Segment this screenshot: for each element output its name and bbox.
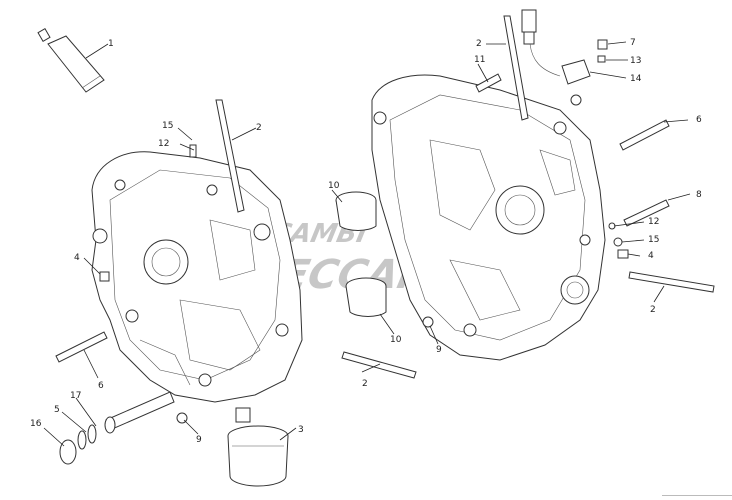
callout-13: 13 [630, 56, 641, 66]
callout-17: 17 [70, 391, 81, 401]
callout-5: 5 [54, 405, 60, 415]
callout-6-left: 6 [98, 381, 104, 391]
callout-4-right: 4 [648, 251, 654, 261]
callout-2-right-stud: 2 [650, 305, 656, 315]
callout-12-right: 12 [648, 217, 659, 227]
sealant-tube [37, 27, 105, 93]
callout-7: 7 [630, 38, 636, 48]
screws [55, 39, 670, 424]
callout-9-left: 9 [196, 435, 202, 445]
left-crankcase-half [91, 151, 303, 403]
callout-10-top: 10 [328, 181, 340, 191]
callout-3: 3 [298, 425, 304, 435]
callout-10-bottom: 10 [390, 335, 402, 345]
callout-14: 14 [630, 74, 642, 84]
callout-6-right: 6 [696, 115, 702, 125]
callout-1: 1 [108, 39, 114, 49]
callout-12-left: 12 [158, 139, 169, 149]
relief-valve-assembly [59, 391, 175, 465]
callout-2-center-stud: 2 [362, 379, 368, 389]
callout-16: 16 [30, 419, 42, 429]
callout-2-top-stud: 2 [476, 39, 482, 49]
callout-15-right: 15 [648, 235, 659, 245]
frame-edge [662, 495, 732, 500]
callout-11: 11 [474, 55, 485, 65]
callout-labels: 1 2 2 2 2 2 3 4 4 5 6 6 7 8 9 9 10 10 11… [30, 38, 702, 445]
studs [215, 15, 715, 379]
callout-9-right: 9 [436, 345, 442, 355]
callout-leaders [43, 41, 691, 447]
callout-15-left: 15 [162, 121, 173, 131]
right-crankcase-half [371, 74, 606, 361]
oil-filter [227, 407, 289, 487]
callout-4-left: 4 [74, 253, 80, 263]
bearing-shells [335, 191, 387, 317]
callout-8: 8 [696, 190, 702, 200]
sensor [521, 9, 591, 106]
callout-2-left-stud: 2 [256, 123, 262, 133]
